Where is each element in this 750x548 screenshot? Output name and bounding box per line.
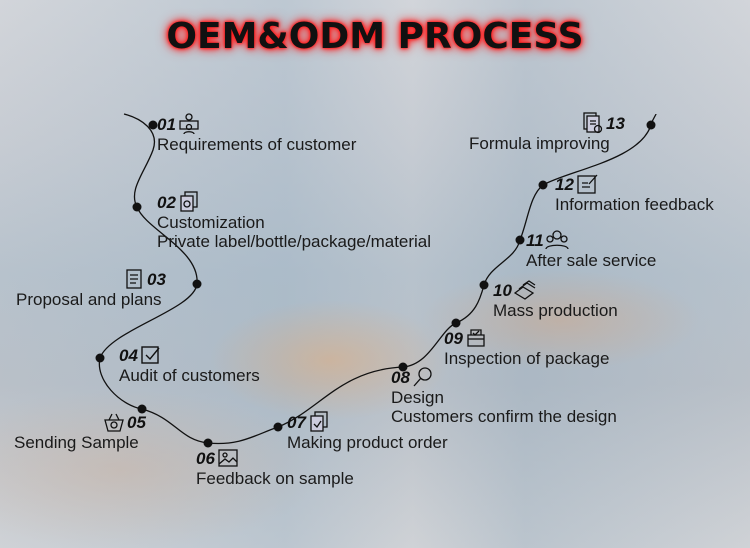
step-08: 08 Design Customers confirm the design (391, 366, 617, 426)
step-number: 11 (526, 230, 544, 250)
step-05: 05 Sending Sample (14, 411, 146, 453)
milestone-dot-8 (398, 362, 408, 372)
people-meeting-icon (179, 113, 199, 135)
milestone-dot-10 (479, 280, 489, 290)
order-document-icon (310, 411, 328, 432)
step-03: 03 Proposal and plans (16, 268, 166, 309)
step-number: 13 (606, 113, 625, 133)
basket-icon (104, 413, 124, 432)
milestone-dot-12 (538, 180, 548, 190)
formula-document-icon (583, 112, 603, 134)
step-number: 01 (157, 114, 176, 134)
step-number: 09 (444, 328, 463, 348)
step-12: 12 Information feedback (555, 173, 714, 215)
step-07: 07 Making product order (287, 411, 448, 452)
milestone-dot-9 (451, 318, 461, 328)
checkbox-icon (141, 346, 160, 364)
step-label: Design (391, 388, 444, 407)
service-people-icon (545, 230, 569, 250)
milestone-dot-4 (95, 353, 105, 363)
step-label: After sale service (526, 251, 657, 270)
milestone-dot-6 (203, 438, 213, 448)
documents-icon (180, 191, 198, 212)
step-number: 08 (391, 367, 410, 387)
step-number: 02 (157, 192, 176, 212)
feedback-edit-icon (577, 174, 598, 194)
clipboard-list-icon (126, 269, 142, 289)
step-number: 12 (555, 174, 574, 194)
step-label: Customization (157, 213, 265, 232)
step-label: Making product order (287, 433, 448, 452)
step-number: 06 (196, 448, 215, 468)
milestone-dot-3 (192, 279, 202, 289)
step-number: 03 (147, 269, 166, 289)
step-label: Feedback on sample (196, 469, 354, 488)
step-06: 06 Feedback on sample (196, 447, 354, 489)
step-label: Mass production (493, 301, 618, 320)
step-label: Inspection of package (444, 349, 610, 368)
package-check-icon (467, 329, 485, 347)
step-04: 04 Audit of customers (119, 344, 260, 386)
step-02: 02 Customization Private label/bottle/pa… (157, 191, 431, 251)
step-09: 09 Inspection of package (444, 327, 610, 369)
step-01: 01 Requirements of customer (157, 113, 356, 154)
milestone-dot-13 (646, 120, 656, 130)
step-number: 07 (287, 412, 306, 432)
step-label: Information feedback (555, 195, 714, 214)
step-label: Sending Sample (14, 433, 139, 452)
milestone-dot-5 (137, 404, 147, 414)
step-sublabel: Private label/bottle/package/material (157, 232, 432, 251)
boxes-stack-icon (513, 280, 536, 300)
magnifier-icon (413, 367, 432, 387)
step-label: Proposal and plans (16, 290, 162, 309)
page-title: OEM&ODM PROCESS (166, 16, 584, 57)
step-13: 13 Formula improving (469, 112, 625, 153)
milestone-dot-11 (515, 235, 525, 245)
milestone-dot-1 (148, 120, 158, 130)
step-label: Formula improving (469, 134, 610, 153)
milestone-dot-2 (132, 202, 142, 212)
step-sublabel: Customers confirm the design (391, 407, 617, 426)
step-11: 11 After sale service (526, 229, 656, 270)
step-number: 04 (119, 345, 138, 365)
step-number: 10 (493, 280, 512, 300)
step-label: Requirements of customer (157, 135, 357, 154)
step-10: 10 Mass production (493, 279, 618, 320)
image-icon (218, 449, 238, 467)
milestone-dot-7 (273, 422, 283, 432)
step-number: 05 (127, 412, 146, 432)
step-label: Audit of customers (119, 366, 260, 385)
